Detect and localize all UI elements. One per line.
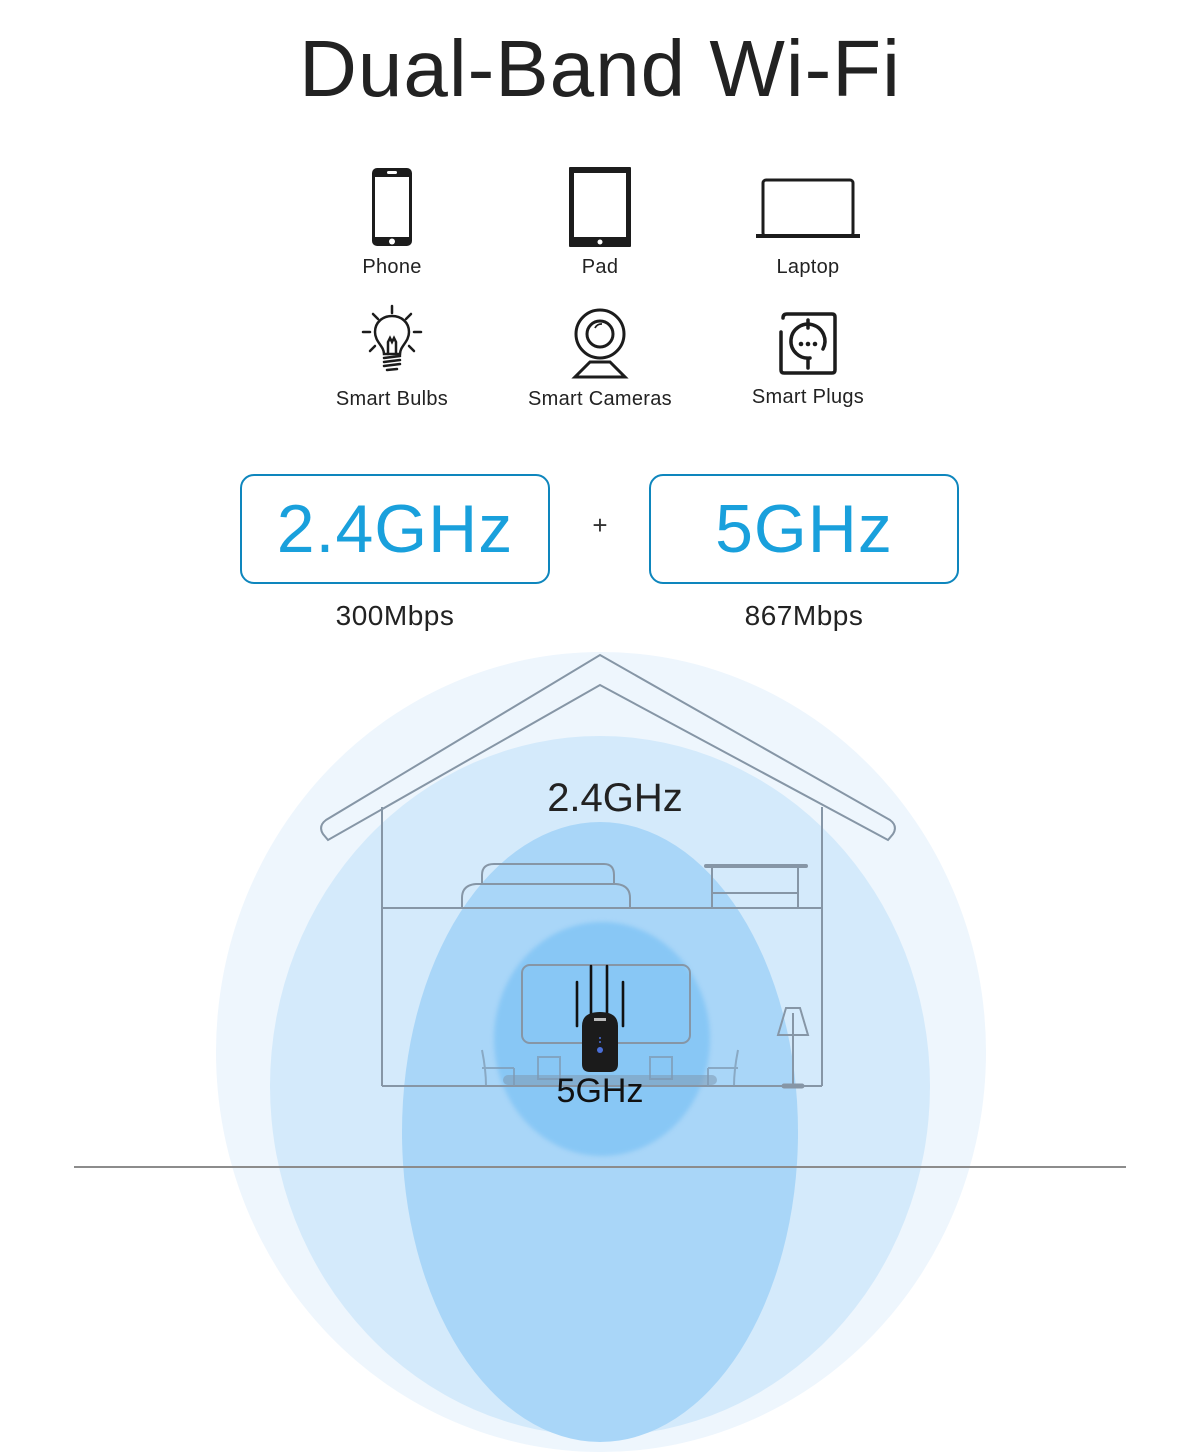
lightbulb-icon xyxy=(361,304,423,372)
speed-5ghz: 867Mbps xyxy=(744,600,864,631)
device-laptop: Laptop xyxy=(708,166,908,279)
speed-2-4ghz: 300Mbps xyxy=(335,600,455,631)
webcam-icon xyxy=(571,308,629,379)
coverage-illustration xyxy=(0,640,1200,1452)
band-box-5ghz: 5GHz xyxy=(649,474,959,584)
plus-symbol: + xyxy=(592,510,608,540)
router-device-icon xyxy=(575,964,625,1072)
smart-plug-icon xyxy=(779,312,837,375)
laptop-icon xyxy=(756,178,860,238)
band-name-5ghz: 5GHz xyxy=(715,491,893,567)
band-box-2-4ghz: 2.4GHz xyxy=(240,474,550,584)
coverage-label-5ghz: 5GHz xyxy=(556,1072,644,1110)
coverage-label-2-4ghz: 2.4GHz xyxy=(547,776,683,820)
ground-line xyxy=(74,1166,1126,1168)
device-phone: Phone xyxy=(292,166,492,279)
phone-icon xyxy=(372,168,412,246)
device-smart-plugs: Smart Plugs xyxy=(708,310,908,409)
device-smart-cameras: Smart Cameras xyxy=(500,306,700,411)
tablet-icon xyxy=(569,167,631,247)
house-outline xyxy=(320,653,896,1089)
device-smart-bulbs: Smart Bulbs xyxy=(292,304,492,411)
page-title: Dual-Band Wi-Fi xyxy=(299,24,901,113)
band-name-2-4ghz: 2.4GHz xyxy=(276,491,514,567)
device-pad: Pad xyxy=(500,166,700,279)
